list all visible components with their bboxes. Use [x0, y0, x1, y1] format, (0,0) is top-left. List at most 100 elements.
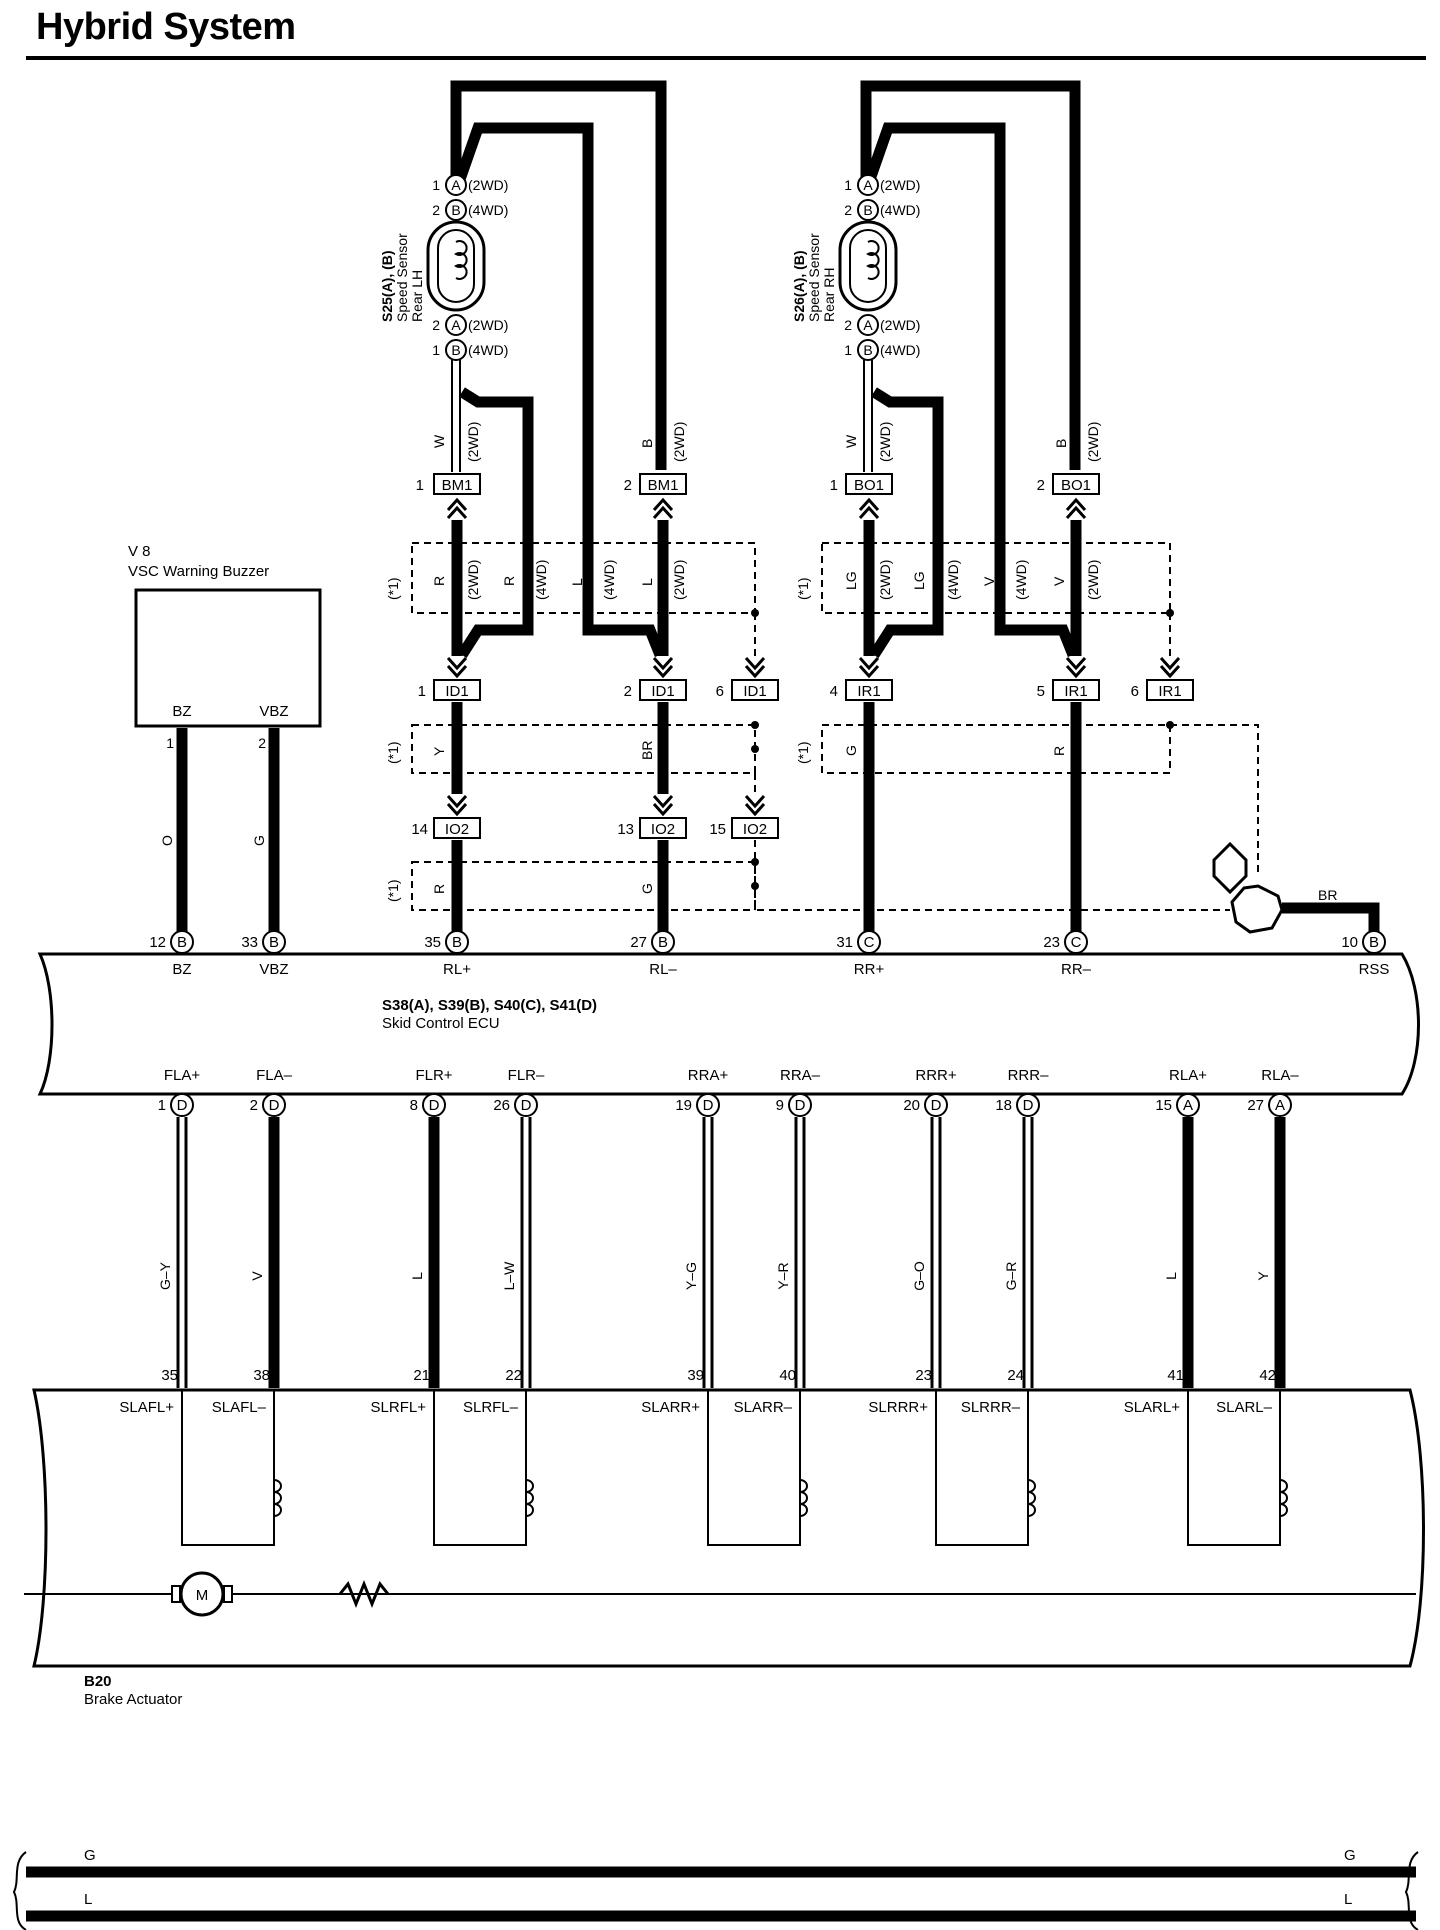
solenoid-coil-icon: [525, 1479, 534, 1517]
svg-text:RR–: RR–: [1061, 961, 1092, 978]
svg-text:Skid Control ECU: Skid Control ECU: [382, 1015, 500, 1032]
svg-text:(*1): (*1): [795, 741, 811, 764]
ecu-pin-label: FLA+: [164, 1067, 201, 1084]
svg-text:V: V: [981, 576, 997, 586]
svg-text:13: 13: [617, 821, 634, 838]
wire-color-label: L: [409, 1272, 425, 1280]
ecu-pin-circle: [1176, 1093, 1200, 1117]
svg-text:W: W: [431, 434, 447, 448]
svg-text:IR1: IR1: [1064, 683, 1087, 700]
svg-text:B: B: [451, 202, 460, 218]
solenoid-coil-icon: [1027, 1479, 1036, 1517]
actuator-terminal-label: SLAFL+: [119, 1399, 174, 1416]
circuit-line: [433, 1390, 527, 1546]
svg-text:2: 2: [1037, 477, 1045, 494]
svg-text:VBZ: VBZ: [259, 961, 288, 978]
ecu-bottom-pins: FLA+D1G–Y35SLAFL+FLA–D2V38SLAFL–FLR+D8L2…: [119, 1067, 1299, 1546]
page-title: Hybrid System: [36, 6, 296, 48]
wire-color-label: L–W: [501, 1261, 517, 1291]
solenoid-coil-icon: [273, 1479, 282, 1517]
svg-text:G: G: [84, 1847, 96, 1864]
svg-text:1: 1: [418, 683, 426, 700]
solenoid-circuit-3: [707, 1390, 808, 1546]
ecu-pin-label: RRA+: [688, 1067, 729, 1084]
svg-text:31: 31: [836, 934, 853, 951]
ecu-pin-letter: D: [269, 1097, 280, 1114]
skid-control-ecu: S38(A), S39(B), S40(C), S41(D) Skid Cont…: [37, 952, 1420, 1096]
svg-text:B20: B20: [84, 1673, 112, 1690]
dashed-junction-dots: [751, 609, 1174, 890]
optional-dashed-boxes: [411, 542, 1259, 911]
svg-text:S26(A), (B): S26(A), (B): [791, 250, 807, 322]
ecu-pin-circle: [696, 1093, 720, 1117]
svg-text:A: A: [451, 317, 461, 333]
wire-color-label: G–R: [1003, 1262, 1019, 1291]
ecu-pin-letter: D: [1023, 1097, 1034, 1114]
svg-text:R: R: [431, 884, 447, 894]
svg-text:A: A: [863, 317, 873, 333]
ecu-pin-label: RRR+: [915, 1067, 956, 1084]
wire-color-label: Y–G: [683, 1262, 699, 1290]
actuator-terminal-label: SLRFL–: [463, 1399, 519, 1416]
svg-text:B: B: [863, 202, 872, 218]
svg-text:IO2: IO2: [651, 821, 675, 838]
svg-text:(4WD): (4WD): [468, 202, 508, 218]
optional-notes: (*1) (*1) (*1) (*1) (*1): [385, 577, 811, 902]
svg-text:B: B: [639, 439, 655, 448]
svg-text:(2WD): (2WD): [465, 560, 481, 600]
ecu-pin-label: FLR+: [415, 1067, 452, 1084]
svg-text:R: R: [1051, 746, 1067, 756]
connector-boxes: BM1 1 BM1 2 BO1 1 BO1 2 ID1 1 ID1 2 ID1 …: [411, 473, 1194, 839]
sensor-lh-pins: A 1 (2WD) B 2 (4WD) A 2 (2WD) B 1 (4WD): [432, 174, 508, 361]
svg-text:G: G: [251, 835, 267, 846]
svg-text:6: 6: [716, 683, 724, 700]
wire-color-label: G–Y: [157, 1261, 173, 1290]
svg-text:S38(A), S39(B), S40(C), S41(D): S38(A), S39(B), S40(C), S41(D): [382, 997, 597, 1014]
circuit-line: [1187, 1390, 1281, 1546]
four-wd-branches: [457, 387, 944, 658]
svg-text:4: 4: [830, 683, 838, 700]
svg-text:(2WD): (2WD): [880, 317, 920, 333]
svg-text:(*1): (*1): [795, 577, 811, 600]
svg-text:2: 2: [258, 735, 266, 751]
svg-text:(2WD): (2WD): [880, 177, 920, 193]
svg-text:(4WD): (4WD): [533, 560, 549, 600]
svg-text:M: M: [196, 1587, 209, 1604]
actuator-terminal-label: SLRFL+: [371, 1399, 427, 1416]
actuator-pin-number: 21: [413, 1367, 430, 1384]
svg-text:BZ: BZ: [172, 703, 191, 720]
svg-text:V 8: V 8: [128, 543, 151, 560]
svg-text:LG: LG: [911, 571, 927, 590]
actuator-pin-number: 40: [779, 1367, 796, 1384]
circuit-line: [181, 1390, 275, 1546]
svg-text:L: L: [84, 1891, 92, 1908]
sensor-thin-wires: [451, 360, 873, 472]
ecu-pin-label: RRA–: [780, 1067, 821, 1084]
actuator-terminal-label: SLARR–: [734, 1399, 793, 1416]
svg-text:Y: Y: [431, 746, 447, 756]
solenoid-coil-icon: [799, 1479, 808, 1517]
svg-text:(2WD): (2WD): [671, 560, 687, 600]
svg-text:A: A: [451, 177, 461, 193]
svg-text:BR: BR: [639, 741, 655, 760]
sensor-rh-loop-wires: [860, 80, 1081, 658]
ecu-pin-circle: [514, 1093, 538, 1117]
ecu-pin-number: 1: [158, 1097, 166, 1114]
wire-color-label: Y: [1255, 1271, 1271, 1281]
actuator-pin-number: 42: [1259, 1367, 1276, 1384]
svg-text:C: C: [864, 934, 875, 951]
vsc-warning-buzzer: V 8 VSC Warning Buzzer BZ VBZ 1 2 O G: [128, 543, 322, 932]
sensor-rh-pins: A 1 (2WD) B 2 (4WD) A 2 (2WD) B 1 (4WD): [844, 174, 920, 361]
wire-color-label: Y–R: [775, 1262, 791, 1289]
svg-text:(2WD): (2WD): [1085, 560, 1101, 600]
ecu-pin-circle: [788, 1093, 812, 1117]
svg-text:(2WD): (2WD): [671, 422, 687, 462]
svg-text:15: 15: [709, 821, 726, 838]
svg-text:IO2: IO2: [445, 821, 469, 838]
